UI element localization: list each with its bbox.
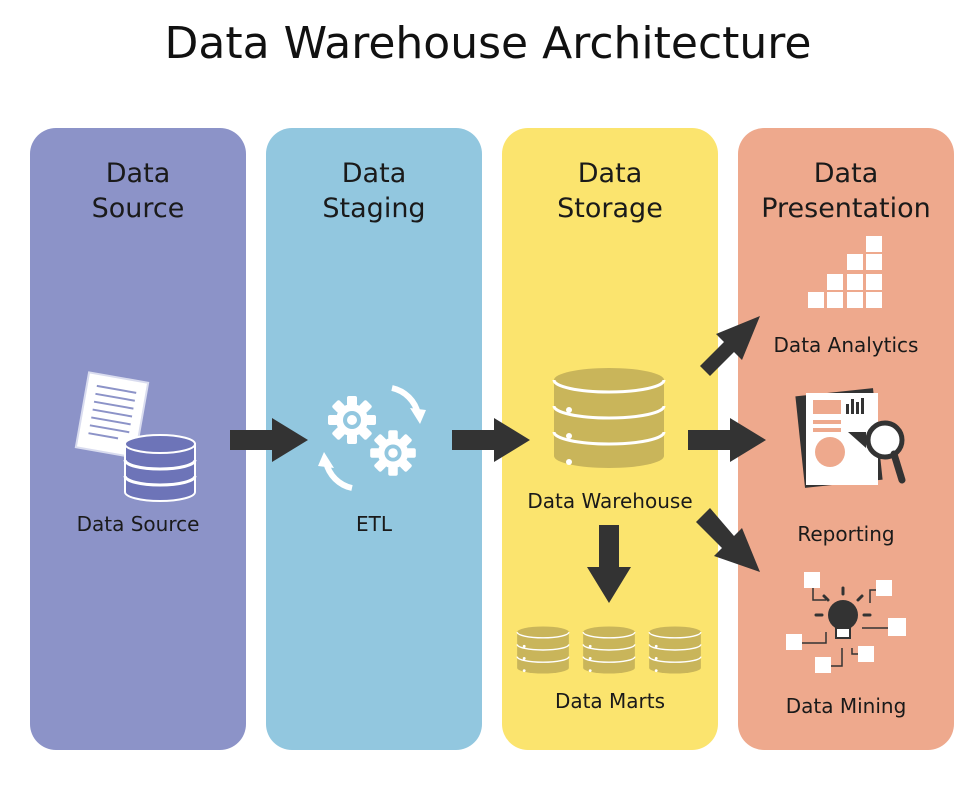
database-icon bbox=[552, 366, 666, 470]
page-title: Data Warehouse Architecture bbox=[164, 18, 812, 69]
heading-line-2: Staging bbox=[322, 193, 426, 224]
column-heading: Data Presentation bbox=[738, 156, 954, 226]
arrow-warehouse-to-mining bbox=[696, 508, 760, 572]
node-label-data-analytics: Data Analytics bbox=[773, 333, 919, 357]
heading-line-1: Data bbox=[105, 158, 171, 189]
gears-cycle-icon bbox=[318, 385, 426, 491]
column-heading: Data Staging bbox=[266, 156, 482, 226]
document-database-icon bbox=[74, 371, 197, 502]
lightbulb-network-icon bbox=[786, 572, 906, 673]
heading-line-2: Storage bbox=[557, 193, 663, 224]
heading-line-1: Data bbox=[341, 158, 407, 189]
arrow-warehouse-to-reporting bbox=[688, 418, 766, 462]
node-label-reporting: Reporting bbox=[797, 522, 895, 546]
heading-line-2: Source bbox=[91, 193, 185, 224]
node-label-data-mining: Data Mining bbox=[785, 694, 907, 718]
node-label-data-marts: Data Marts bbox=[554, 689, 666, 713]
bar-chart-icon bbox=[808, 236, 882, 308]
arrow-staging-to-storage bbox=[452, 418, 530, 462]
heading-line-1: Data bbox=[813, 158, 879, 189]
column-heading: Data Source bbox=[30, 156, 246, 226]
column-data-presentation: Data Presentation bbox=[738, 128, 954, 750]
node-label-etl: ETL bbox=[356, 512, 392, 536]
database-icon bbox=[516, 625, 702, 675]
node-label-data-warehouse: Data Warehouse bbox=[527, 489, 693, 513]
arrow-warehouse-to-marts bbox=[587, 525, 631, 603]
arrow-warehouse-to-analytics bbox=[696, 316, 760, 376]
node-label-data-source: Data Source bbox=[76, 512, 200, 536]
arrow-source-to-staging bbox=[230, 418, 308, 462]
report-magnifier-icon bbox=[795, 388, 906, 488]
column-heading: Data Storage bbox=[502, 156, 718, 226]
heading-line-1: Data bbox=[577, 158, 643, 189]
heading-line-2: Presentation bbox=[761, 193, 931, 224]
